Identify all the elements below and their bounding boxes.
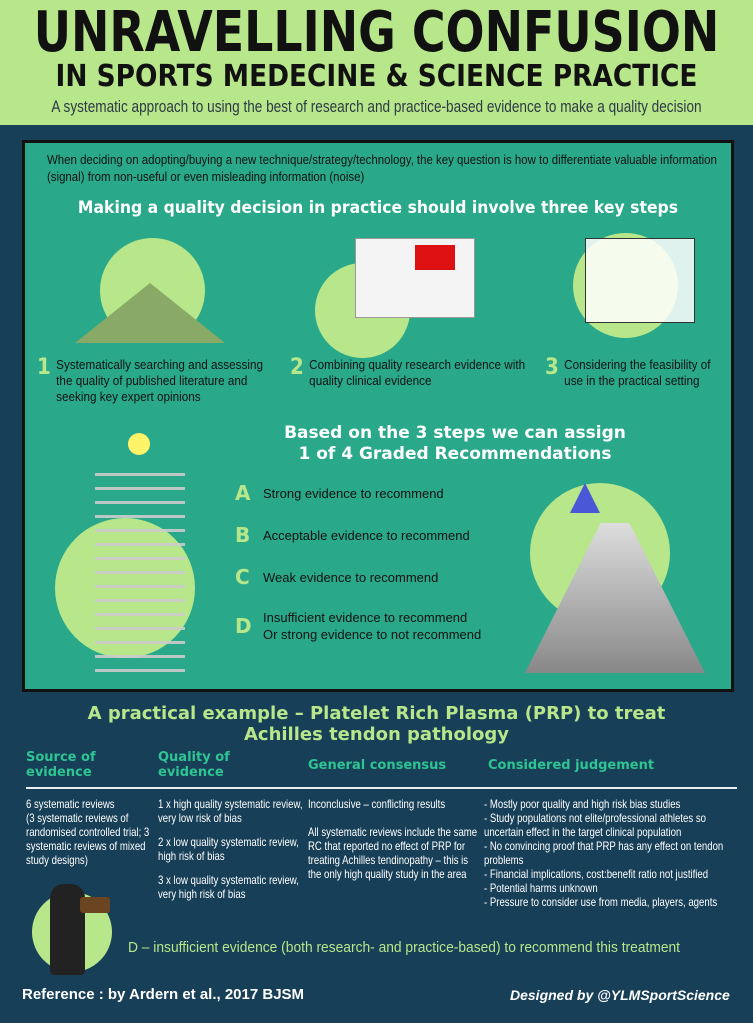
grade-letter: D [235,614,252,638]
steps-panel: When deciding on adopting/buying a new t… [22,140,734,692]
consensus-cell-2: All systematic reviews include the same … [308,825,478,881]
judgement-item: - Mostly poor quality and high risk bias… [484,797,681,811]
grade-c: C Weak evidence to recommend [235,567,481,587]
judgement-cell: - Mostly poor quality and high risk bias… [484,797,748,909]
gavel-icon [80,897,110,913]
judgement-item: - Financial implications, cost:benefit r… [484,867,709,881]
ladder-icon [95,473,185,673]
judgement-item: - Pressure to consider use from media, p… [484,895,718,909]
puzzle-piece-icon [415,245,455,270]
col-source: Source of evidence [26,750,96,780]
source-cell: 6 systematic reviews (3 systematic revie… [26,797,150,867]
flowchart-icon [585,238,695,323]
step-number: 1 [37,355,51,380]
quality-column: 1 x high quality systematic review, very… [158,797,304,901]
judgement-item: - Study populations not elite/profession… [484,811,707,839]
grade-d: D Insufficient evidence to recommend Or s… [235,609,481,643]
grade-letter: A [235,481,251,505]
grade-text: Strong evidence to recommend [263,485,444,501]
credit: Designed by @YLMSportScience [510,987,730,1003]
grade-b: B Acceptable evidence to recommend [235,525,481,545]
col-quality: Quality of evidence [158,750,230,780]
example-title-2: Achilles tendon pathology [243,724,510,745]
subtitle-text: IN SPORTS MEDECINE & SCIENCE PRACTICE [55,59,698,94]
header: UNRAVELLING CONFUSION IN SPORTS MEDECINE… [0,0,753,125]
tagline: A systematic approach to using the best … [51,96,701,118]
step-number: 3 [545,355,559,380]
verdict: D – insufficient evidence (both research… [128,939,681,956]
quality-cell-3: 3 x low quality systematic review, very … [158,873,299,901]
reference: Reference : by Ardern et al., 2017 BJSM [22,986,305,1003]
grades-heading-1: Based on the 3 steps we can assign [284,423,626,443]
subtitle: IN SPORTS MEDECINE & SCIENCE PRACTICE [45,60,708,94]
grade-text: Acceptable evidence to recommend [263,527,470,543]
table-divider [26,787,737,789]
grade-a: A Strong evidence to recommend [235,483,481,503]
consensus-cell-1: Inconclusive – conflicting results [308,797,446,811]
title-text: UNRAVELLING CONFUSION [33,0,720,65]
quality-cell-2: 2 x low quality systematic review, high … [158,835,299,863]
example-title-1: A practical example – Platelet Rich Plas… [87,703,666,724]
grade-letter: B [235,523,251,547]
grades-heading-2: 1 of 4 Graded Recommendations [298,444,612,464]
tagline-text: A systematic approach to using the best … [51,97,702,116]
grade-letter: C [235,565,250,589]
col-judgement: Considered judgement [488,758,655,773]
grade-text: Weak evidence to recommend [263,569,439,585]
judgement-item: - Potential harms unknown [484,881,598,895]
steps-heading-text: Making a quality decision in practice sh… [77,198,679,218]
step-text: Considering the feasibility of use in th… [564,357,711,388]
quality-cell-1: 1 x high quality systematic review, very… [158,797,303,825]
grade-text: Insufficient evidence to recommend Or st… [263,610,482,642]
source-column: 6 systematic reviews (3 systematic revie… [26,797,162,867]
consensus-column: Inconclusive – conflicting results All s… [308,797,478,881]
intro-text: When deciding on adopting/buying a new t… [47,152,717,184]
col-consensus: General consensus [308,758,447,773]
title: UNRAVELLING CONFUSION [34,2,720,64]
judgement-item: - No convincing proof that PRP has any e… [484,839,724,867]
judge-figure-icon [50,884,85,975]
lightbulb-icon [128,433,150,455]
step-text: Systematically searching and assessing t… [56,357,263,404]
step-text: Combining quality research evidence with… [309,357,526,388]
steps-heading: Making a quality decision in practice sh… [53,198,703,219]
grade-list: A Strong evidence to recommend B Acceptabl… [235,483,481,643]
step-number: 2 [290,355,304,380]
